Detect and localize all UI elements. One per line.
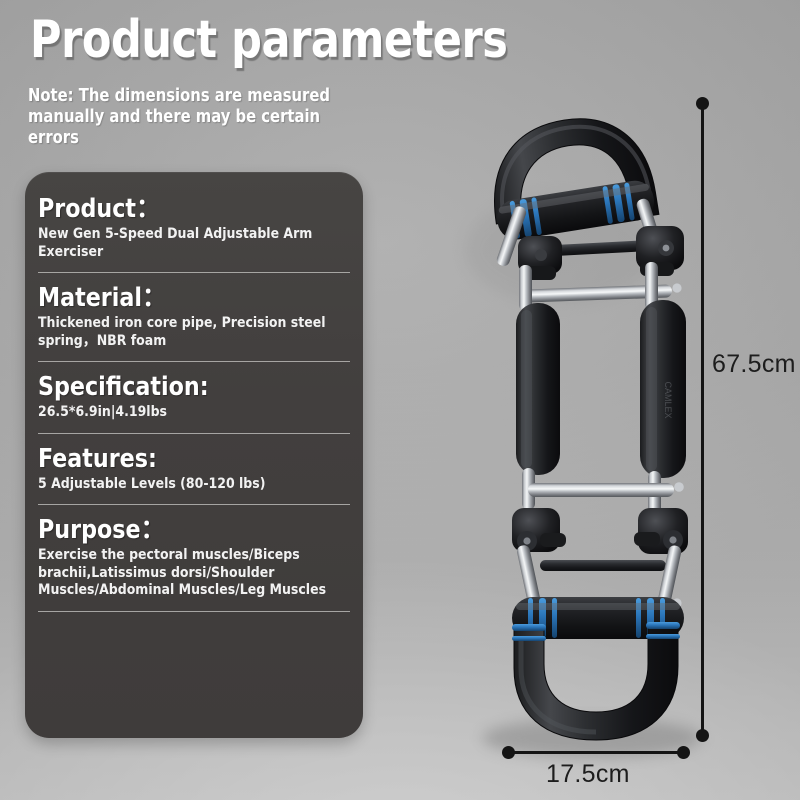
spring-cylinder-left <box>516 265 560 510</box>
crossbar-middle-chrome <box>528 482 684 497</box>
product-parameters-card: Product： New Gen 5-Speed Dual Adjustable… <box>25 172 363 738</box>
pivot-clamp-bottom-right <box>634 508 688 554</box>
section-purpose-body: Exercise the pectoral muscles/Biceps bra… <box>38 547 327 598</box>
section-specification-heading: Specification: <box>38 372 209 402</box>
dimension-dot-right <box>677 746 690 759</box>
pivot-clamp-top-right <box>636 226 684 276</box>
section-features-heading: Features: <box>38 443 157 474</box>
section-product: Product： New Gen 5-Speed Dual Adjustable… <box>38 194 350 261</box>
dimension-dot-top <box>696 97 709 110</box>
top-foam-handle <box>494 118 660 225</box>
measurement-note: Note: The dimensions are measured manual… <box>28 86 330 148</box>
pivot-clamp-bottom-left <box>512 508 566 552</box>
section-purpose-heading: Purpose： <box>38 515 166 545</box>
section-features: Features: 5 Adjustable Levels (80-120 lb… <box>38 444 350 494</box>
section-material-body: Thickened iron core pipe, Precision stee… <box>38 315 326 349</box>
divider-5 <box>38 610 350 612</box>
blue-accent-rings-bottom <box>528 598 665 638</box>
section-purpose: Purpose： Exercise the pectoral muscles/B… <box>38 515 350 600</box>
section-material: Material： Thickened iron core pipe, Prec… <box>38 283 350 350</box>
divider-2 <box>38 361 350 362</box>
section-specification-body: 26.5*6.9in|4.19lbs <box>38 404 168 420</box>
dimension-label-height: 67.5cm <box>712 350 796 378</box>
crossbar-lower-dark <box>540 560 666 571</box>
divider-3 <box>38 432 350 434</box>
section-features-body: 5 Adjustable Levels (80-120 lbs) <box>38 475 266 492</box>
dimension-dot-left <box>502 746 515 759</box>
section-material-heading: Material： <box>38 283 167 313</box>
section-product-body: New Gen 5-Speed Dual Adjustable Arm Exer… <box>38 226 313 260</box>
crossbar-upper-chrome <box>524 283 682 303</box>
dimension-line-horizontal <box>508 751 684 754</box>
brand-mark: CAMLEX <box>663 381 673 418</box>
section-specification: Specification: 26.5*6.9in|4.19lbs <box>38 372 350 422</box>
divider-4 <box>38 504 350 505</box>
page-title: Product parameters <box>30 10 508 70</box>
bottom-grip-bar <box>512 597 684 639</box>
dimension-label-width: 17.5cm <box>546 760 630 788</box>
dimension-dot-bottom <box>696 729 709 742</box>
divider-1 <box>38 272 350 273</box>
bottom-foam-handle <box>512 622 680 741</box>
dimension-line-vertical <box>701 103 704 735</box>
section-product-heading: Product： <box>38 194 161 224</box>
spring-cylinder-right: CAMLEX <box>640 262 686 515</box>
